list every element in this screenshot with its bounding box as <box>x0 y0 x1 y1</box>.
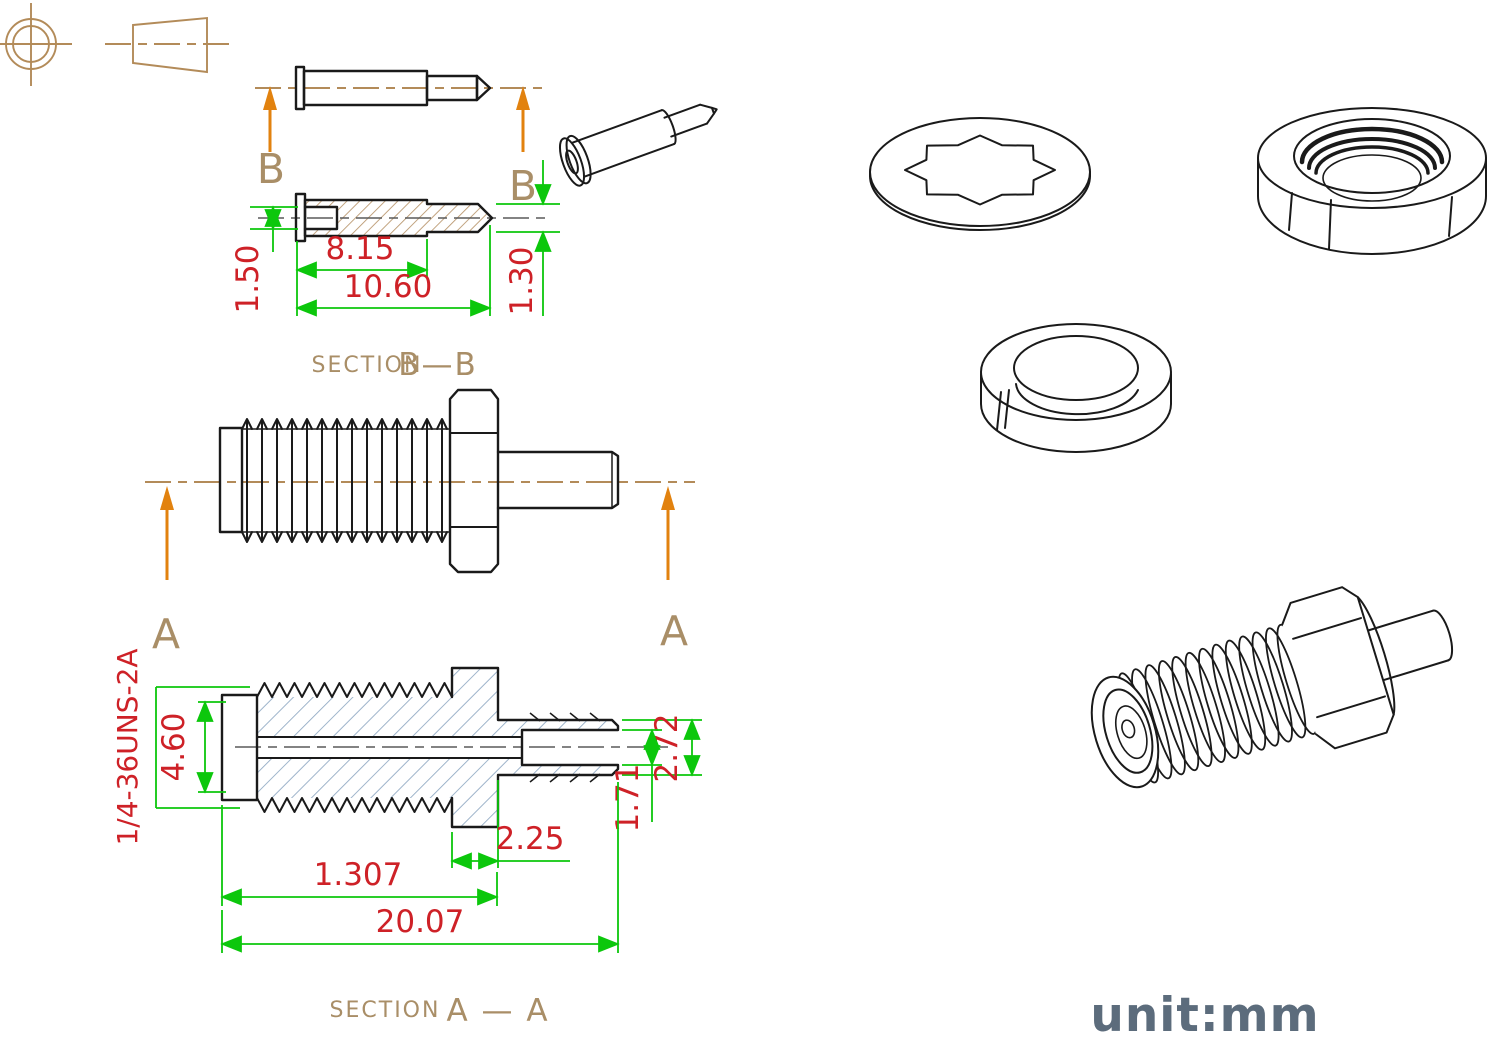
body-dimensions: 1/4-36UNS-2A 4.60 2.72 1.71 2.25 1.307 2… <box>111 648 702 953</box>
dim-pin-overall-length: 10.60 <box>344 269 433 305</box>
split-washer-isometric <box>980 323 1172 453</box>
body-side-view <box>145 388 695 574</box>
thread-crests <box>241 418 448 543</box>
section-a-prefix: SECTION <box>330 998 441 1023</box>
pin-side-view <box>255 65 545 111</box>
dim-socket-bore-diameter: 1.71 <box>610 763 646 832</box>
pin-section-view <box>258 192 550 243</box>
cut-label-a-left: A <box>152 610 180 658</box>
section-arrow-icon <box>263 86 277 110</box>
pin-dimensions: 1.50 8.15 10.60 1.30 <box>230 160 560 317</box>
ortho-front-view <box>0 3 72 86</box>
pin-isometric-view <box>558 103 718 187</box>
section-b-title: B—B <box>398 347 478 383</box>
cut-label-b-right: B <box>509 162 537 210</box>
lock-washer-isometric <box>869 117 1091 231</box>
hex-nut-isometric <box>1257 107 1487 255</box>
dim-thread-spec: 1/4-36UNS-2A <box>111 648 144 845</box>
dim-pin-tip-diameter: 1.30 <box>504 246 540 315</box>
dim-socket-diameter: 2.72 <box>649 713 685 782</box>
unit-label: unit:mm <box>1090 988 1319 1037</box>
spigot-thread-ticks <box>529 712 601 783</box>
section-b-prefix: SECTION <box>312 353 423 378</box>
dim-pin-socket-depth: 1.50 <box>230 244 266 313</box>
dim-pin-contact-length: 8.15 <box>325 231 394 267</box>
cut-label-b-left: B <box>257 145 285 193</box>
body-section-view <box>220 666 668 829</box>
dim-hex-length: 2.25 <box>495 821 564 857</box>
cut-line-b: B B <box>257 86 537 210</box>
section-b-label: SECTION B—B <box>312 347 478 383</box>
dim-overall-length: 20.07 <box>376 904 465 940</box>
connector-isometric <box>1090 586 1454 789</box>
section-a-label: SECTION A — A <box>330 993 549 1029</box>
dim-thread-length: 1.307 <box>314 857 403 893</box>
cut-label-a-right: A <box>660 607 688 655</box>
section-arrow-icon <box>160 486 174 510</box>
lock-washer-teeth <box>904 134 1056 206</box>
body-section-hatch-upper <box>257 668 618 737</box>
section-arrow-icon <box>661 486 675 510</box>
section-a-title: A — A <box>446 993 549 1029</box>
body-section-hatch-lower <box>257 758 618 827</box>
section-arrow-icon <box>516 86 530 110</box>
ortho-side-view <box>105 16 235 74</box>
dim-bore-diameter: 4.60 <box>156 712 192 781</box>
cut-line-a: A A <box>152 486 688 658</box>
pin-section-hatch <box>305 200 492 236</box>
